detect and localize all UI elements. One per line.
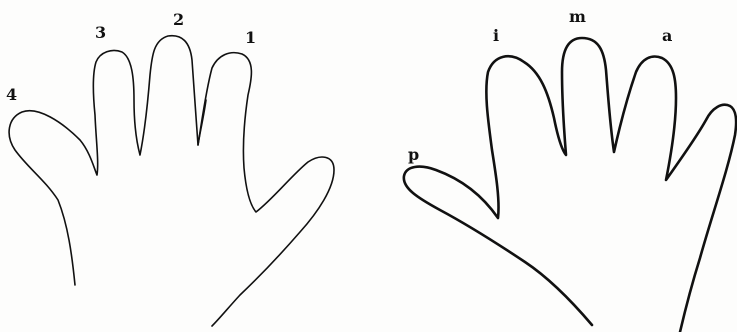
left-hand-outline — [9, 36, 334, 326]
left-finger-label-4: 4 — [6, 85, 17, 104]
right-finger-label-a: a — [662, 26, 672, 45]
left-hand-gap-line — [198, 100, 206, 145]
left-finger-label-2: 2 — [173, 10, 184, 29]
right-finger-label-p: p — [408, 145, 419, 164]
right-hand — [404, 38, 736, 332]
left-finger-label-3: 3 — [95, 23, 106, 42]
right-finger-label-m: m — [569, 7, 586, 26]
left-hand — [9, 36, 334, 326]
left-finger-label-1: 1 — [245, 28, 256, 47]
right-hand-outline — [404, 38, 736, 332]
right-finger-label-i: i — [493, 26, 499, 45]
